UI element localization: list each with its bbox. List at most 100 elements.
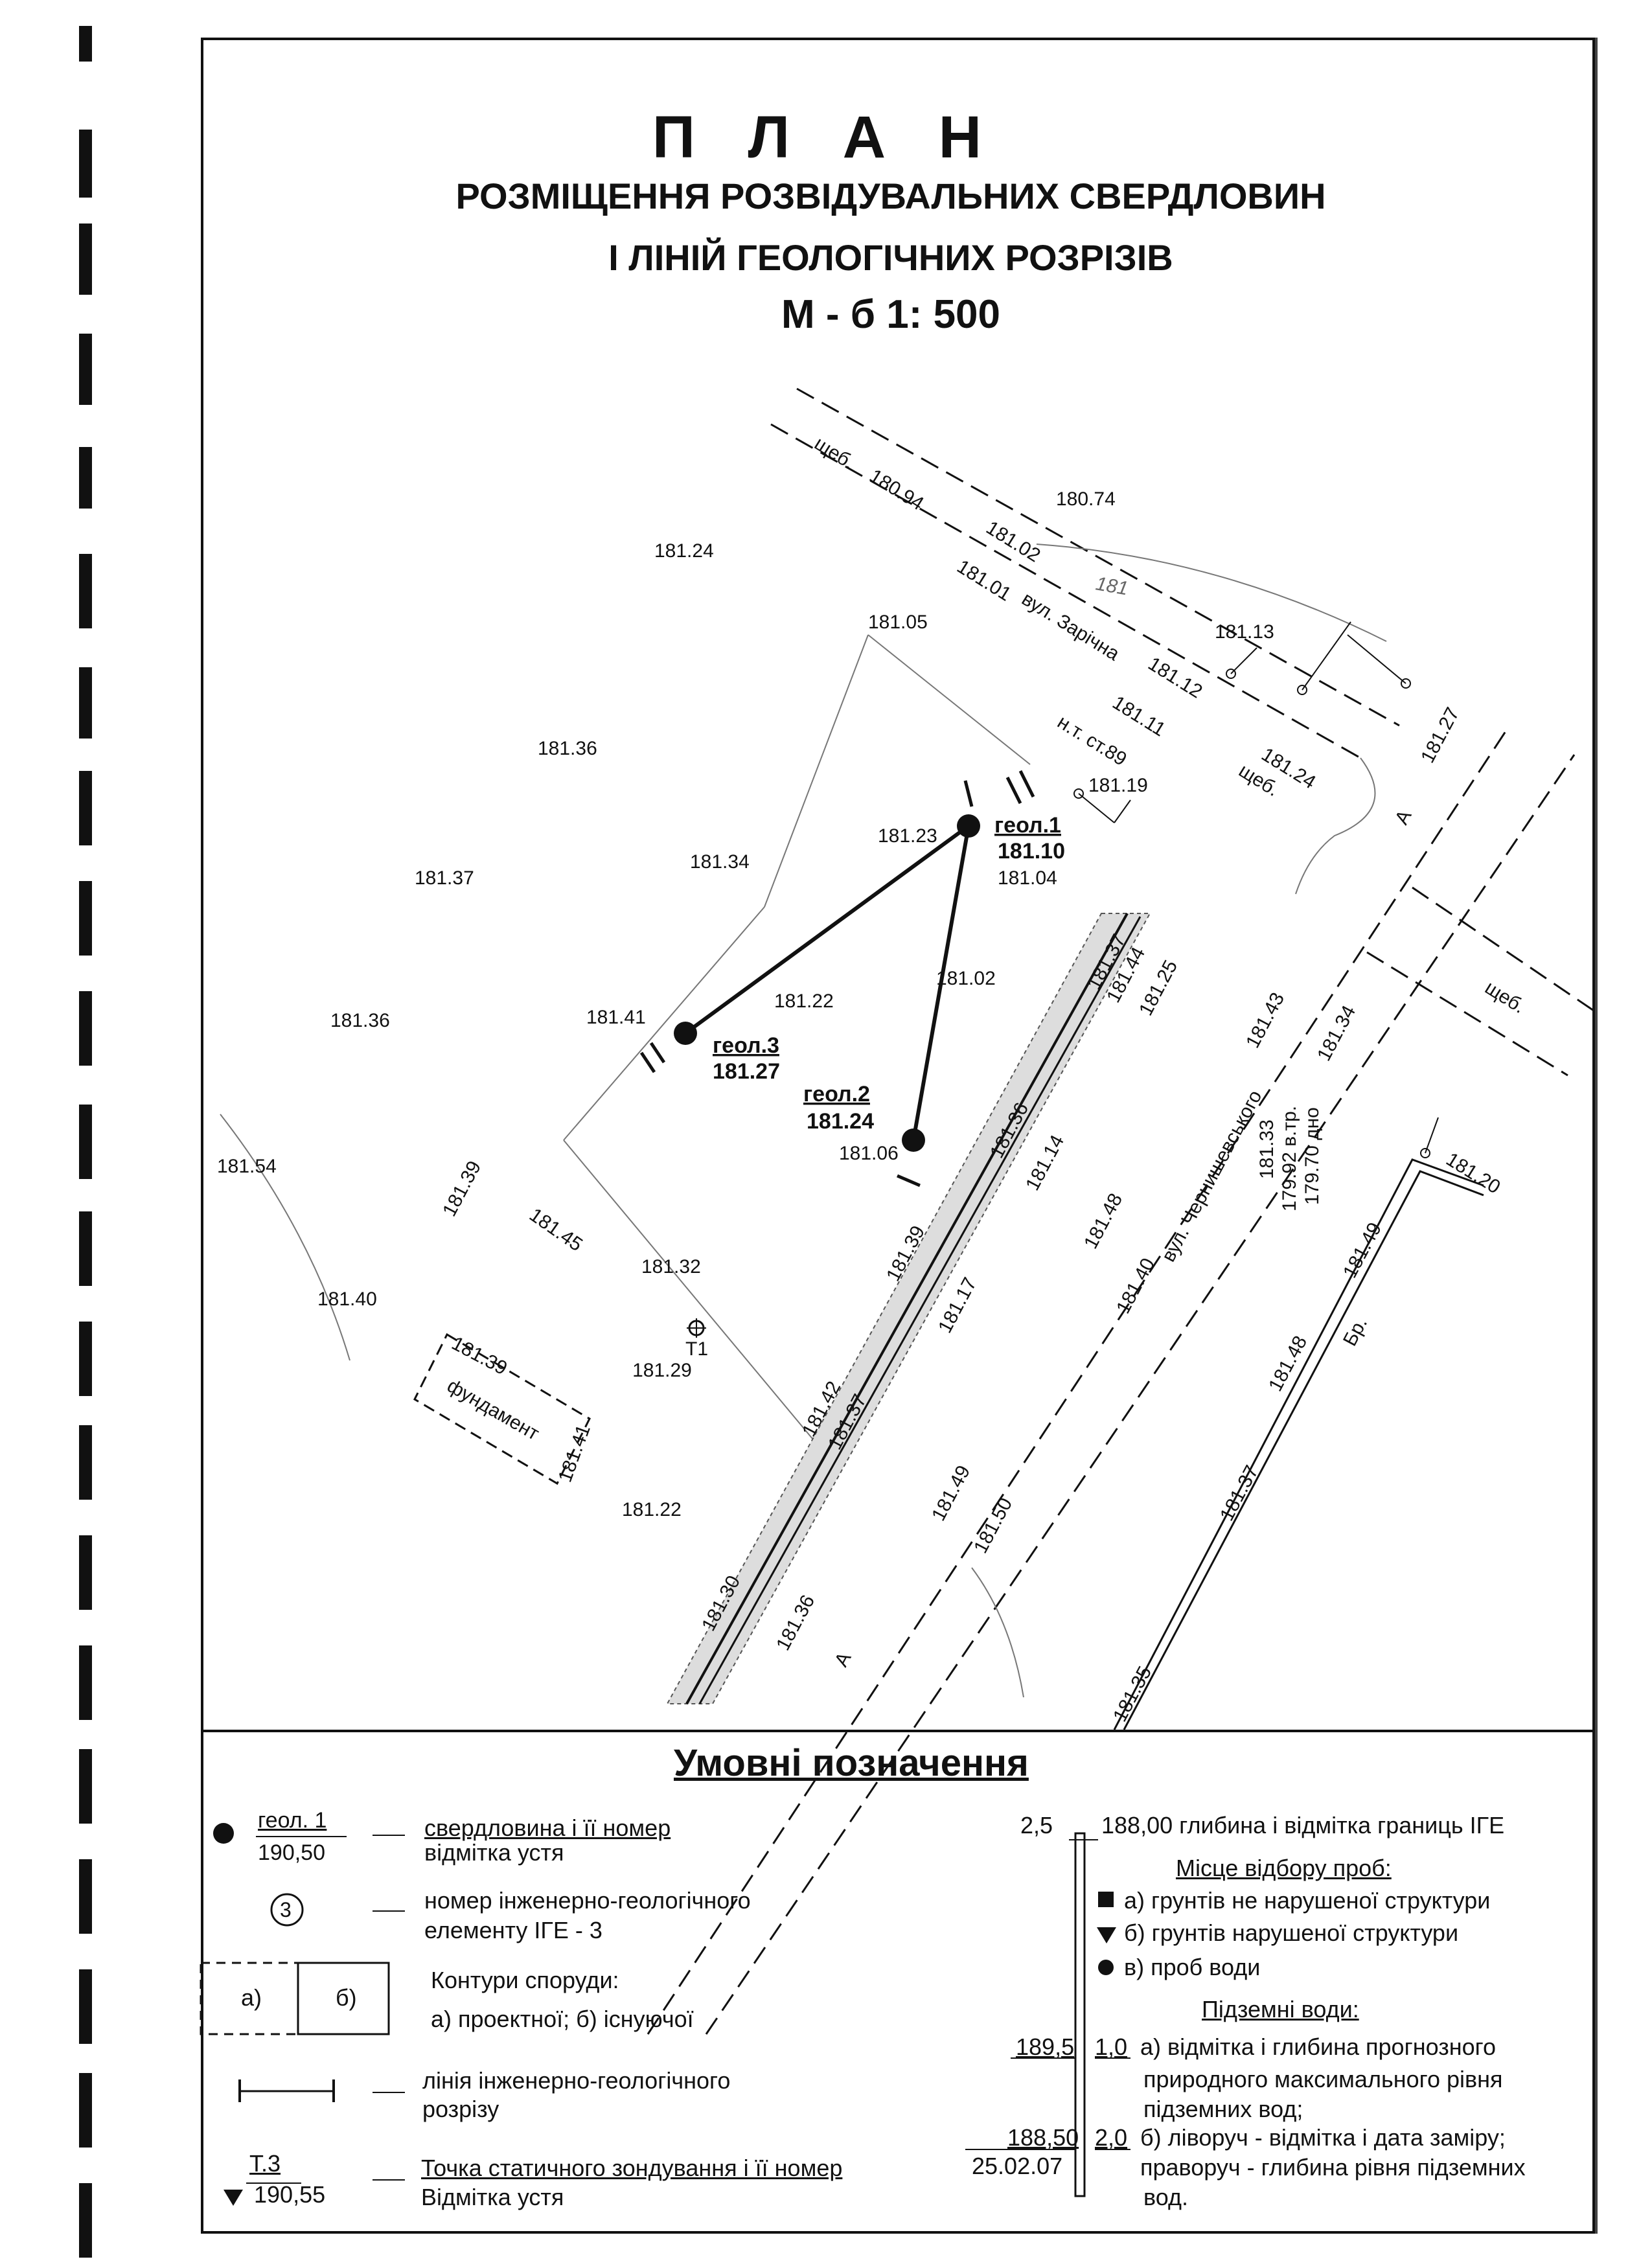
legend-tz-elev: 190,55	[254, 2181, 326, 2208]
wall-br	[1113, 1158, 1484, 1730]
elev-label: 181.37	[1216, 1462, 1263, 1525]
thin-outlines	[220, 544, 1387, 1698]
elev-label: 181.35	[1109, 1663, 1156, 1726]
label-street-zarichna: вул. Зарічна	[1018, 588, 1123, 665]
well-name-geol-1: геол.1	[994, 813, 1061, 838]
elev-label: 181.45	[525, 1204, 586, 1256]
elev-label: 181.19	[1088, 775, 1148, 796]
legend-separator	[201, 1730, 1595, 1732]
elev-label: 181.05	[868, 612, 928, 633]
street-labels: щеб. вул. Зарічна н.т. ст.89 щеб. щеб. в…	[444, 433, 1529, 1670]
elev-label: 181.33	[1256, 1119, 1278, 1179]
legend-well-label: геол. 1	[258, 1808, 327, 1833]
legend-well-desc2: відмітка устя	[424, 1839, 564, 1866]
legend-water-a2: природного максимального рівня	[1143, 2066, 1503, 2092]
well-name-geol-2: геол.2	[803, 1082, 870, 1106]
legend-water-v1: 189,5	[1016, 2033, 1075, 2060]
elev-label: 181.02	[982, 517, 1044, 567]
railway-band	[666, 913, 1151, 1704]
well-marker-geol-2	[902, 1128, 925, 1152]
elev-label: 181.12	[1144, 653, 1206, 703]
elev-label: 181.22	[622, 1499, 682, 1520]
elev-label: 181.36	[330, 1010, 390, 1031]
legend-water-a3: підземних вод;	[1143, 2096, 1303, 2122]
pole-symbols	[1073, 621, 1439, 1158]
elev-label: 179.92 в.тр.	[1279, 1106, 1300, 1211]
legend-ige-desc2: елементу ІГЕ - 3	[424, 1917, 602, 1943]
elev-label: 181.50	[970, 1495, 1016, 1557]
plan-scale: М - б 1: 500	[781, 292, 1001, 337]
label-a-1: А	[1391, 807, 1416, 828]
label-a-2: А	[831, 1649, 856, 1670]
label-nt-st89: н.т. ст.89	[1053, 711, 1130, 770]
legend-section-desc1: лінія інженерно-геологічного	[422, 2067, 731, 2094]
legend-tz-desc2: Відмітка устя	[421, 2184, 564, 2210]
point-t1-name: Т1	[685, 1338, 708, 1360]
legend-well-desc1: свердловина і її номер	[424, 1815, 671, 1841]
label-fundament: фундамент	[444, 1375, 543, 1445]
elev-label: 179.70 дно	[1302, 1107, 1323, 1205]
street-zarichna-lines	[647, 387, 1594, 2035]
sheet-right-edge	[1595, 38, 1598, 2234]
legend-tz-label: Т.3	[249, 2150, 281, 2177]
elev-label: 181.36	[538, 738, 597, 759]
sheet-frame	[201, 38, 1595, 2234]
elev-label: 181	[1094, 573, 1130, 599]
legend-well-elev: 190,50	[258, 1840, 325, 1865]
elev-label: 181.41	[586, 1007, 646, 1028]
elev-label: 180.94	[866, 465, 927, 515]
elev-label: 181.32	[641, 1256, 701, 1277]
elev-label: 181.24	[654, 540, 714, 562]
geological-section-lines	[684, 824, 970, 1141]
legend-water-a1: а) відмітка і глибина прогнозного	[1140, 2033, 1496, 2060]
elev-label: 181.41	[555, 1422, 595, 1485]
well-elev-geol-2: 181.24	[807, 1109, 874, 1134]
legend-title: Умовні позначення	[674, 1742, 1029, 1784]
elev-label: 181.13	[1215, 621, 1274, 643]
label-scheb-3: щеб.	[1481, 977, 1529, 1018]
elev-label: 181.39	[448, 1333, 511, 1379]
legend-tz-desc1: Точка статичного зондування і її номер	[421, 2155, 843, 2181]
elev-label: 180.74	[1056, 488, 1116, 510]
well-name-geol-3: геол.3	[713, 1033, 779, 1058]
elev-label: 181.48	[1265, 1333, 1311, 1395]
legend-sample-title: Місце відбору проб:	[1176, 1855, 1392, 1881]
legend-water-v2: 188,50	[1007, 2124, 1079, 2151]
legend-water-b1: б) ліворуч - відмітка і дата заміру;	[1140, 2124, 1506, 2151]
elev-label: 181.23	[878, 825, 937, 847]
section-end-ticks	[639, 770, 1035, 1187]
elev-label: 181.39	[439, 1158, 485, 1220]
legend-sample-c: в) проб води	[1124, 1954, 1261, 1980]
legend-depth-desc: 188,00 глибина і відмітка границь ІГЕ	[1101, 1812, 1505, 1838]
plan-subtitle-2: І ЛІНІЙ ГЕОЛОГІЧНИХ РОЗРІЗІВ	[608, 237, 1173, 278]
elev-label: 181.14	[1022, 1132, 1068, 1195]
elev-label: 181.02	[936, 968, 996, 989]
point-t1-marker	[687, 1318, 706, 1338]
elev-label: 181.34	[690, 851, 750, 873]
legend-section-desc2: розрізу	[422, 2096, 499, 2122]
well-elev-geol-1: 181.10	[998, 839, 1065, 864]
elev-label: 181.27	[1417, 704, 1463, 767]
legend-ige-desc1: номер інженерно-геологічного	[424, 1887, 751, 1914]
legend-water-d1: 1,0	[1095, 2033, 1128, 2060]
elev-label: 181.04	[998, 867, 1057, 889]
well-elev-geol-3: 181.27	[713, 1059, 780, 1084]
legend-depth-value: 2,5	[1020, 1812, 1053, 1838]
legend-water-title: Підземні води:	[1202, 1996, 1359, 2022]
elev-label: 181.11	[1108, 692, 1169, 740]
elev-label: 181.43	[1242, 989, 1289, 1052]
elev-label: 181.34	[1313, 1002, 1360, 1065]
legend-contour-desc2: а) проектної; б) існуючої	[431, 2006, 694, 2032]
legend-water-date: 25.02.07	[972, 2153, 1063, 2179]
legend-water-d2: 2,0	[1095, 2124, 1128, 2151]
elev-label: 181.29	[632, 1360, 692, 1381]
well-marker-geol-3	[674, 1022, 697, 1045]
elev-label: 181.40	[317, 1289, 377, 1310]
elev-label: 181.49	[928, 1462, 974, 1525]
elev-label: 181.54	[217, 1156, 277, 1177]
plan-title: П Л А Н	[652, 104, 1000, 170]
elev-label: 181.22	[774, 991, 834, 1012]
elev-label: 181.36	[772, 1592, 819, 1655]
well-labels: геол.1 181.10 геол.3 181.27 геол.2 181.2…	[713, 813, 1065, 1134]
